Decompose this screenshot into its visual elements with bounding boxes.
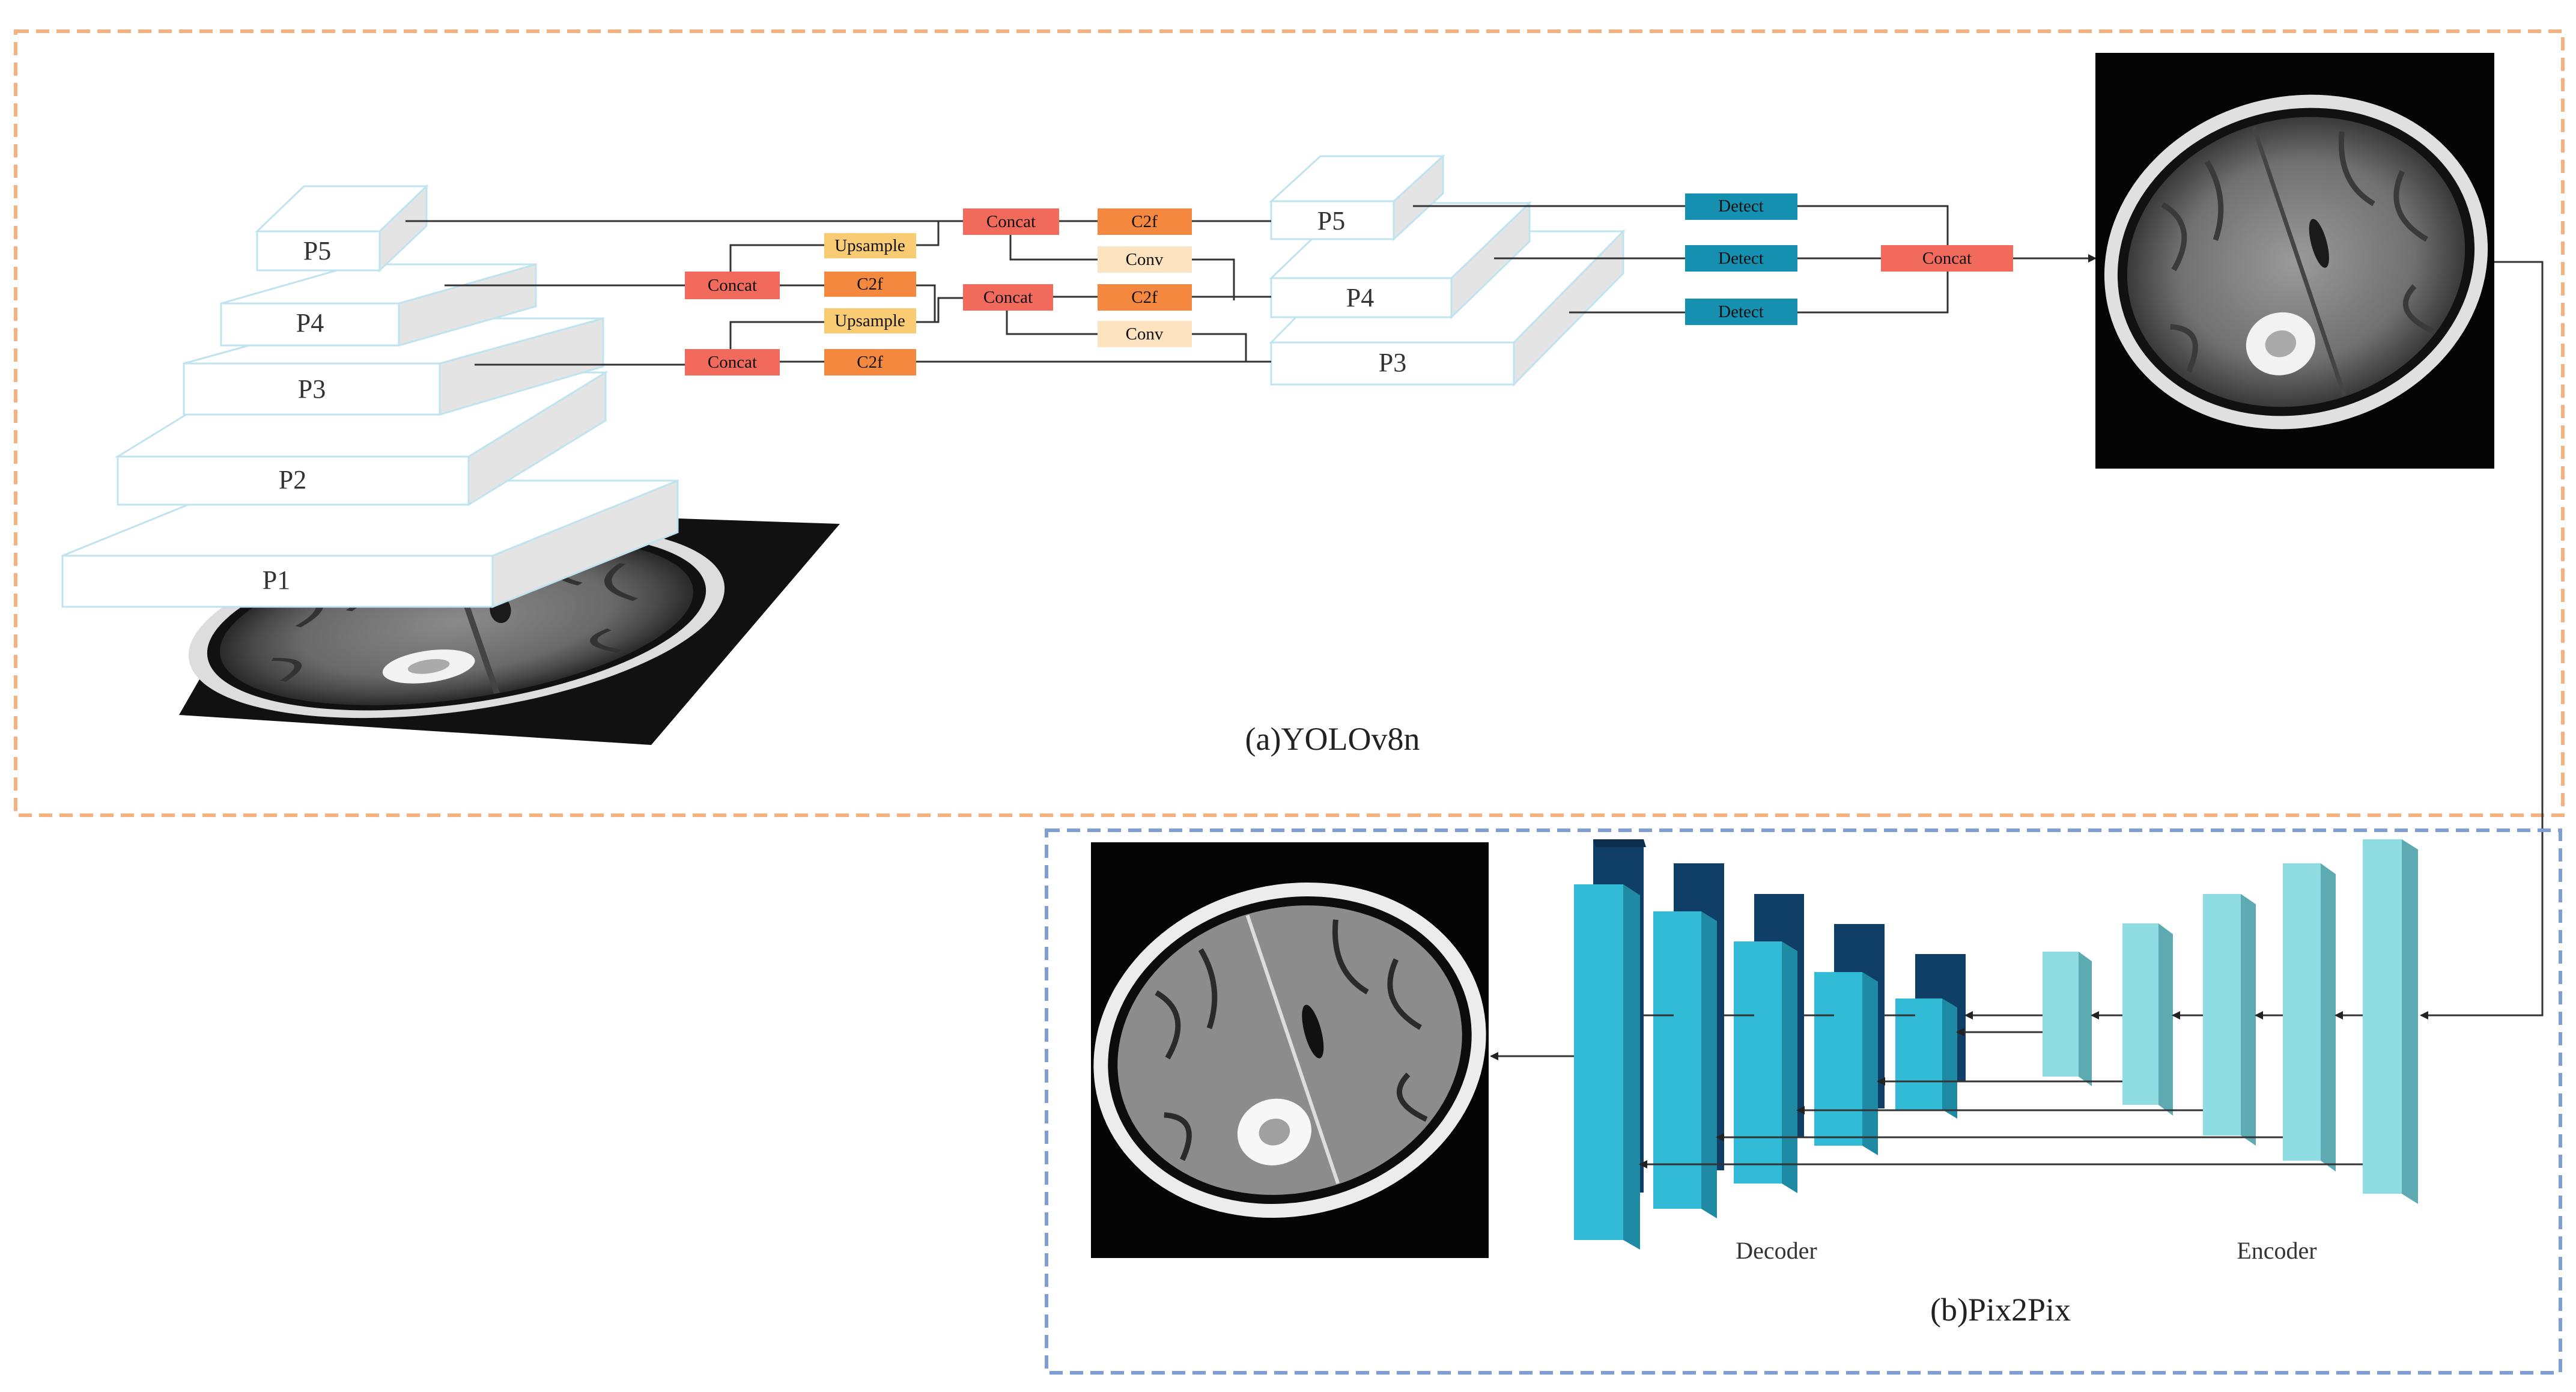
backbone-label-p5: P5 [303,236,331,266]
block-c2f-1-label: C2f [857,275,883,294]
block-detect-3: Detect [1685,299,1797,325]
backbone-label-p4: P4 [296,308,324,338]
section-b-pix2pix: Decoder Encoder (b)Pix2Pix [1045,828,2562,1375]
block-concat-4-label: Concat [983,288,1033,307]
block-upsample-2: Upsample [824,308,916,333]
encoder [2043,839,2418,1204]
block-concat-1: Concat [685,272,780,299]
block-c2f-3-label: C2f [1131,212,1158,231]
block-conv-1: Conv [1098,246,1192,273]
backbone-level-p1 [61,479,679,609]
block-c2f-4-label: C2f [1131,288,1158,307]
encoder-block-1 [2043,952,2092,1086]
block-upsample-1: Upsample [824,233,916,258]
neck-label-p4: P4 [1346,283,1374,312]
block-c2f-2-label: C2f [857,353,883,372]
block-detect-2: Detect [1685,245,1797,272]
block-detect-1: Detect [1685,193,1797,220]
encoder-block-2 [2122,923,2173,1116]
block-concat-3-label: Concat [986,212,1036,231]
encoder-block-5 [2363,839,2418,1204]
block-detect-2-label: Detect [1718,249,1764,268]
pix2pix-connections [1490,1011,2363,1169]
block-concat-3: Concat [963,208,1059,235]
block-concat-2: Concat [685,349,780,375]
section-a-border [14,29,2565,817]
block-detect-1-label: Detect [1718,196,1764,216]
backbone-label-p2: P2 [279,465,306,494]
neck-level-p5 [1269,154,1445,242]
block-conv-2: Conv [1098,321,1192,347]
block-c2f-4: C2f [1098,284,1192,311]
block-upsample-1-label: Upsample [834,236,905,255]
encoder-label: Encoder [2237,1237,2316,1264]
encoder-block-4 [2283,863,2336,1172]
block-concat-4: Concat [963,284,1053,311]
section-b-border [1045,828,2562,1375]
section-a-caption: (a)YOLOv8n [1245,721,1420,757]
backbone-pyramid [61,184,679,609]
neck-label-p3: P3 [1379,348,1406,377]
block-conv-2-label: Conv [1126,324,1164,344]
backbone-label-p3: P3 [298,374,326,404]
backbone-label-p1: P1 [263,565,290,595]
section-a-yolov8n: P5 P4 P3 P2 P1 P5 P4 P3 [14,29,2565,817]
decoder-cyan-block-3 [1734,941,1797,1193]
block-c2f-2: C2f [824,349,916,375]
neck-connections [406,205,2097,366]
block-concat-1-label: Concat [708,276,757,295]
section-b-caption: (b)Pix2Pix [1930,1292,2071,1328]
block-concat-5: Concat [1881,245,2013,272]
neck-level-p4 [1269,201,1532,320]
block-upsample-2-label: Upsample [834,311,905,330]
block-conv-1-label: Conv [1126,250,1164,269]
pix2pix-output-mri-image [1091,842,1489,1258]
decoder-label: Decoder [1736,1237,1817,1264]
block-detect-3-label: Detect [1718,302,1764,321]
backbone-level-p5 [255,184,429,273]
neck-pyramid [1269,154,1626,387]
section-connector [2420,261,2544,1020]
block-concat-5-label: Concat [1922,249,1972,268]
block-c2f-3: C2f [1098,208,1192,235]
decoder-cyan-block-1 [1574,884,1640,1250]
decoder [1574,839,1966,1250]
block-concat-2-label: Concat [708,353,757,372]
decoder-cyan-block-2 [1653,911,1717,1218]
block-c2f-1: C2f [824,272,916,297]
yolo-output-mri-image [2095,53,2494,469]
encoder-block-3 [2203,894,2256,1146]
neck-label-p5: P5 [1317,206,1345,236]
decoder-cyan-block-4 [1814,972,1878,1155]
decoder-cyan-block-5 [1895,998,1957,1119]
